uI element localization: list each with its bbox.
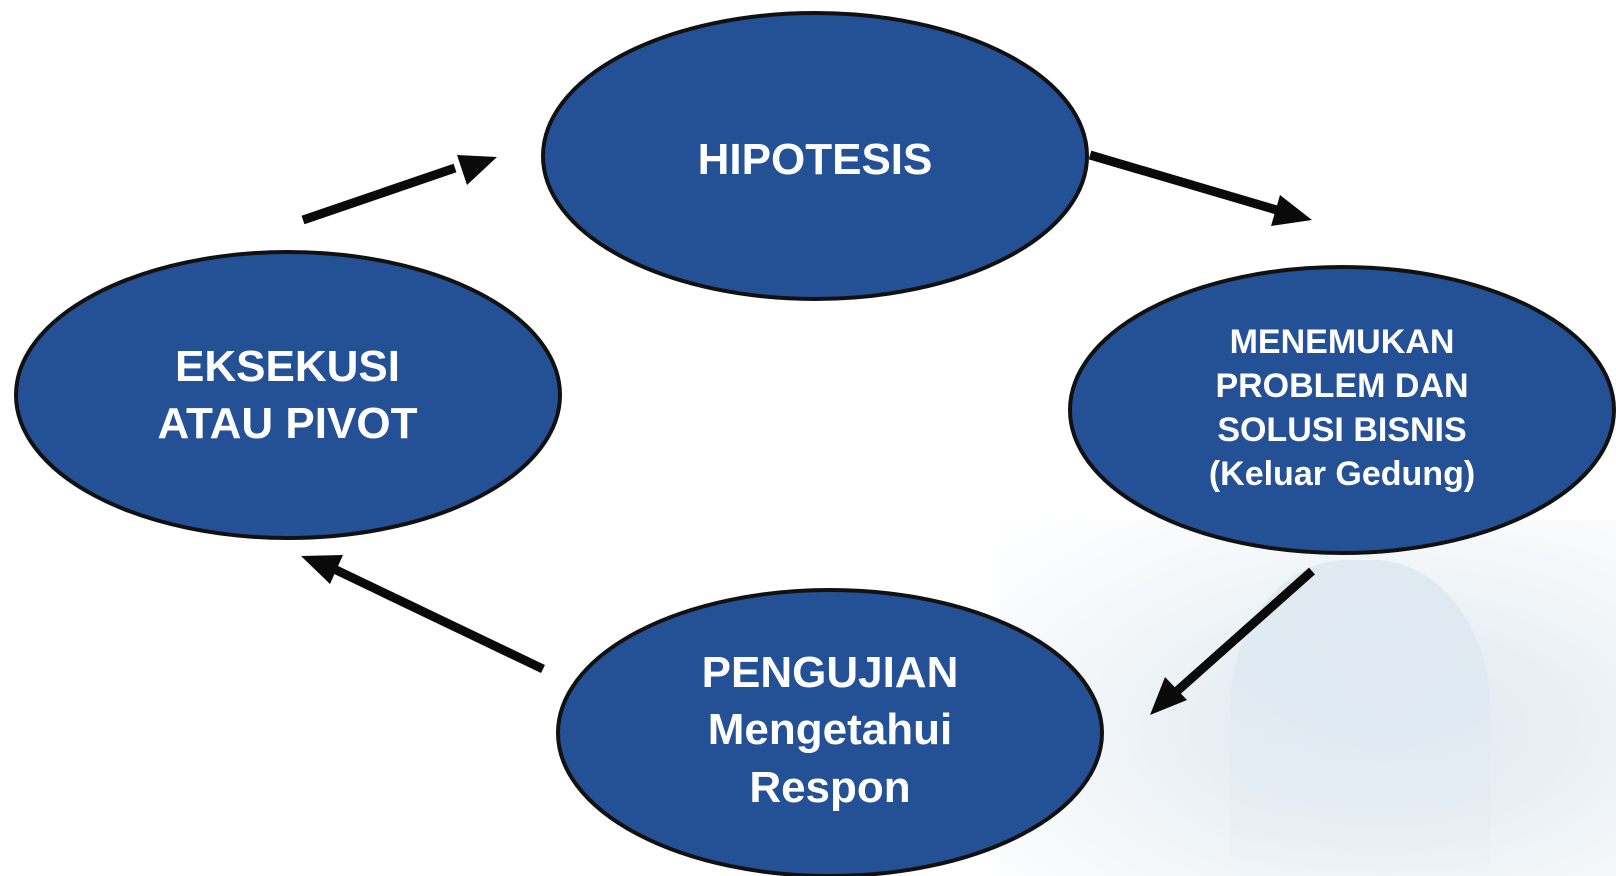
arrow-menemukan-to-pengujian <box>1150 567 1315 715</box>
node-menemukan <box>1068 265 1616 555</box>
arrow-hipotesis-to-menemukan <box>1088 150 1312 226</box>
node-hipotesis-label: HIPOTESIS <box>545 110 1085 210</box>
node-hipotesis-line-1: HIPOTESIS <box>697 134 933 184</box>
node-pengujian-line-1: PENGUJIAN <box>701 648 959 698</box>
node-pengujian <box>556 588 1104 876</box>
node-eksekusi-line-2: ATAU PIVOT <box>157 399 418 448</box>
arrow-eksekusi-to-hipotesis <box>301 155 497 225</box>
node-menemukan-line-1: MENEMUKAN <box>1229 322 1455 361</box>
node-pengujian-label: PENGUJIAN Mengetahui Respon <box>560 640 1100 820</box>
node-pengujian-line-2: Mengetahui <box>707 705 953 755</box>
node-menemukan-label: MENEMUKAN PROBLEM DAN SOLUSI BISNIS (Kel… <box>1072 318 1612 498</box>
node-menemukan-line-3: SOLUSI BISNIS <box>1217 411 1467 449</box>
node-eksekusi <box>14 250 562 540</box>
node-hipotesis <box>541 11 1089 301</box>
node-eksekusi-line-1: EKSEKUSI <box>175 341 400 391</box>
node-menemukan-line-2: PROBLEM DAN <box>1215 366 1469 405</box>
node-menemukan-line-4: (Keluar Gedung) <box>1208 455 1476 494</box>
node-eksekusi-label: EKSEKUSI ATAU PIVOT <box>15 330 560 460</box>
node-pengujian-line-3: Respon <box>749 762 911 812</box>
arrow-pengujian-to-eksekusi <box>301 555 545 674</box>
